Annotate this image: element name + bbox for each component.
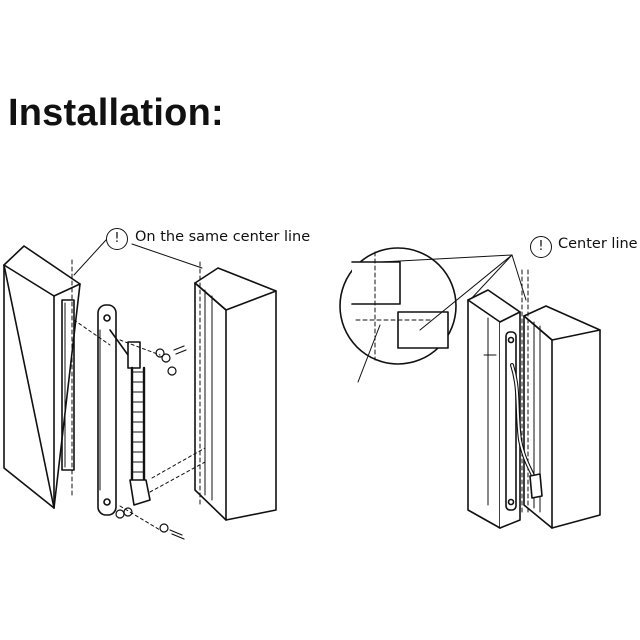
door-loop-armored-cable [97, 304, 151, 516]
left-callout-leaders [73, 239, 203, 276]
exclamation-circle-icon: ! [530, 236, 552, 258]
zoom-inset [339, 247, 457, 383]
right-center-lines [521, 269, 529, 516]
left-guide-dashes [73, 319, 206, 531]
left-door-leaf [194, 267, 277, 521]
center-line-label: Center line [558, 236, 638, 252]
exclamation-circle-icon: ! [106, 228, 128, 250]
right-callout-leaders [379, 254, 527, 331]
installed-door-loop [505, 331, 543, 511]
page-title: Installation: [8, 92, 224, 134]
left-door-frame [3, 245, 81, 509]
same-center-line-label: On the same center line [135, 229, 311, 245]
left-screws [115, 345, 187, 540]
